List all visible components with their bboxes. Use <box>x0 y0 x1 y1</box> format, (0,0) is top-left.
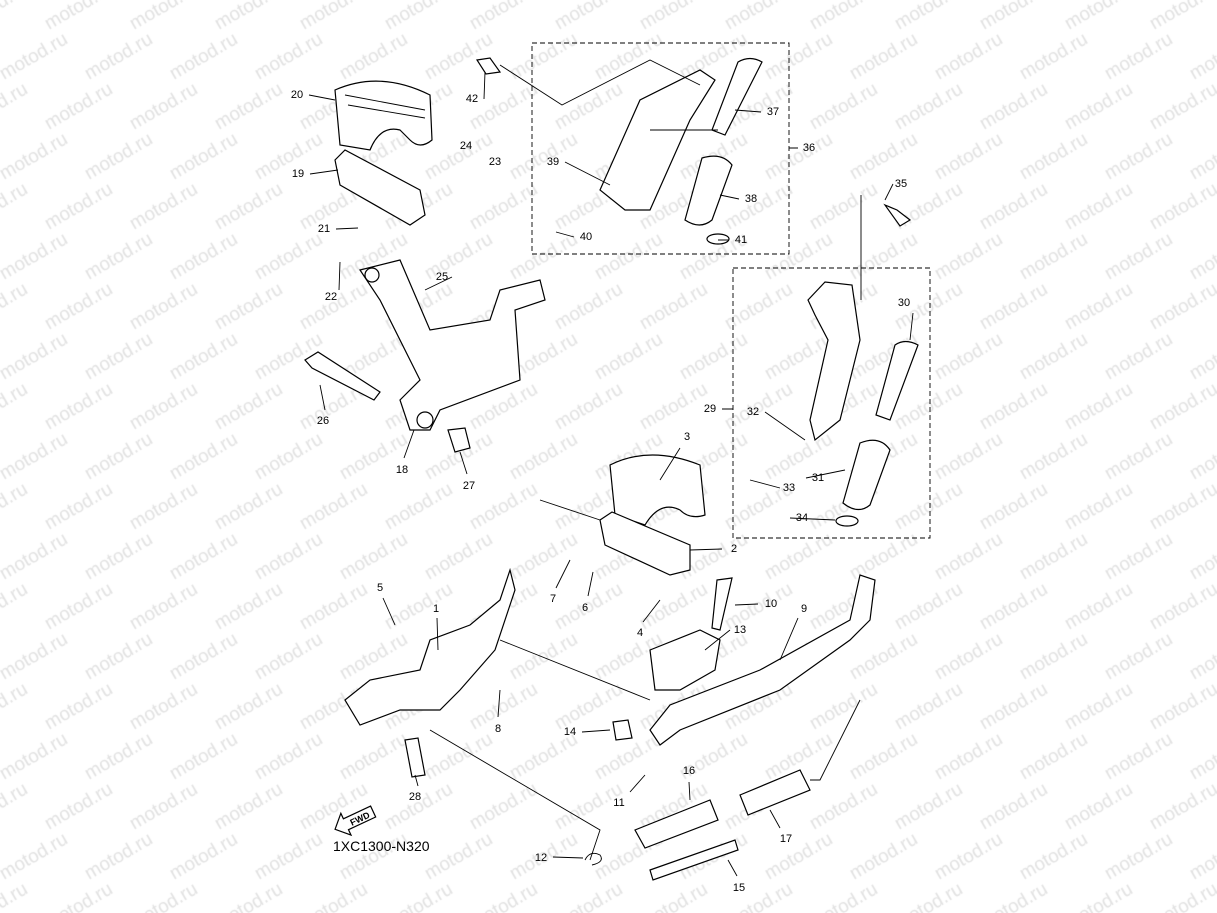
callout-13: 13 <box>734 624 746 636</box>
group-box-29 <box>732 267 931 539</box>
group-box-36 <box>531 42 790 255</box>
callout-2: 2 <box>731 543 737 555</box>
part-cover-13 <box>649 629 721 691</box>
callout-38: 38 <box>745 193 757 205</box>
part-bracket-1 <box>344 567 516 726</box>
callout-30: 30 <box>898 297 910 309</box>
part-bracket-29 <box>807 281 919 442</box>
callout-6: 6 <box>582 602 588 614</box>
part-grip-38 <box>684 155 733 226</box>
callout-29: 29 <box>704 403 716 415</box>
leader-lines <box>308 59 914 877</box>
part-bolt-35 <box>883 203 912 227</box>
callout-36: 36 <box>803 142 815 154</box>
callout-10: 10 <box>765 598 777 610</box>
callout-8: 8 <box>495 723 501 735</box>
callout-28: 28 <box>409 791 421 803</box>
part-pipe-17 <box>739 769 811 816</box>
callout-22: 22 <box>325 291 337 303</box>
part-collar-27 <box>447 427 471 453</box>
callout-32: 32 <box>747 406 759 418</box>
part-collar-14 <box>612 719 633 741</box>
callout-25: 25 <box>436 271 448 283</box>
callout-7: 7 <box>550 593 556 605</box>
callout-27: 27 <box>463 480 475 492</box>
callout-14: 14 <box>564 726 576 738</box>
callout-21: 21 <box>318 223 330 235</box>
part-bolt-28 <box>404 737 426 778</box>
part-footrest-cover-3 <box>609 454 706 526</box>
part-grip-31 <box>842 439 891 511</box>
part-bracket-18 <box>359 259 546 431</box>
part-washer-41 <box>706 233 730 245</box>
callout-5: 5 <box>377 582 383 594</box>
part-bolt-42 <box>475 57 502 75</box>
callout-40: 40 <box>580 231 592 243</box>
callout-20: 20 <box>291 89 303 101</box>
callout-41: 41 <box>735 234 747 246</box>
part-sidestand-9 <box>649 574 876 746</box>
callout-17: 17 <box>780 833 792 845</box>
callout-34: 34 <box>796 512 808 524</box>
callout-12: 12 <box>535 852 547 864</box>
part-pin-12 <box>584 852 602 866</box>
diagram-code: 1XC1300-N320 <box>333 838 430 854</box>
callout-37: 37 <box>767 106 779 118</box>
part-footrest-19 <box>334 149 426 226</box>
callout-3: 3 <box>684 431 690 443</box>
part-spring-16 <box>634 799 719 849</box>
callout-labels: 1 2 3 4 5 6 7 8 9 10 11 12 13 14 15 16 1… <box>291 89 910 894</box>
callout-33: 33 <box>783 482 795 494</box>
callout-16: 16 <box>683 765 695 777</box>
part-washer-34 <box>835 515 859 527</box>
callout-23: 23 <box>489 156 501 168</box>
part-bolt-10 <box>711 577 733 631</box>
part-spring-15 <box>649 839 739 881</box>
callout-4: 4 <box>637 627 643 639</box>
callout-11: 11 <box>613 797 624 809</box>
callout-18: 18 <box>396 464 408 476</box>
callout-15: 15 <box>733 882 745 894</box>
callout-39: 39 <box>547 156 559 168</box>
callout-19: 19 <box>292 168 304 180</box>
callout-24: 24 <box>460 140 472 152</box>
callout-31: 31 <box>812 472 824 484</box>
callout-42: 42 <box>466 93 478 105</box>
callout-9: 9 <box>801 603 807 615</box>
part-footrest-2 <box>599 511 691 576</box>
callout-1: 1 <box>433 603 439 615</box>
callout-26: 26 <box>317 415 329 427</box>
callout-35: 35 <box>895 178 907 190</box>
part-footrest-cover-20 <box>334 80 433 151</box>
part-bolt-26 <box>304 351 381 401</box>
part-bracket-37 <box>599 57 763 211</box>
fwd-arrow-icon: FWD <box>334 805 377 837</box>
